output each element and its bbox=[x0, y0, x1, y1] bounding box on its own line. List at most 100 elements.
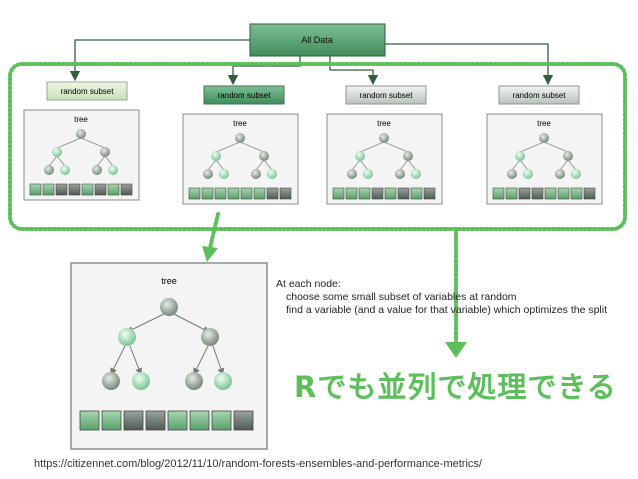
tree-node bbox=[160, 298, 178, 316]
variable-square bbox=[227, 187, 240, 200]
subset-label: random subset bbox=[61, 87, 115, 96]
variable-square bbox=[240, 187, 253, 200]
node-explanation-line1: choose some small subset of variables at… bbox=[286, 291, 517, 303]
tree-node bbox=[102, 372, 120, 390]
node-explanation-heading: At each node: bbox=[276, 278, 341, 290]
tree-node bbox=[267, 169, 277, 179]
variable-square bbox=[79, 410, 100, 431]
tree-node bbox=[539, 133, 549, 143]
variable-square bbox=[81, 183, 94, 196]
forest-frame bbox=[8, 62, 627, 231]
tree-node bbox=[355, 151, 365, 161]
tree-node bbox=[52, 147, 62, 157]
variable-square bbox=[94, 183, 107, 196]
tree-node bbox=[515, 151, 525, 161]
subset-label: random subset bbox=[360, 91, 414, 100]
tree-node bbox=[507, 169, 517, 179]
tree-node bbox=[132, 372, 150, 390]
variable-square bbox=[332, 187, 345, 200]
subset-box-4: random subset bbox=[498, 85, 580, 105]
tree-node bbox=[363, 169, 373, 179]
tree-node bbox=[555, 169, 565, 179]
variable-square bbox=[384, 187, 397, 200]
variable-square bbox=[253, 187, 266, 200]
variable-square bbox=[544, 187, 557, 200]
variable-square bbox=[583, 187, 596, 200]
variable-square bbox=[101, 410, 122, 431]
tree-node bbox=[523, 169, 533, 179]
variable-square bbox=[557, 187, 570, 200]
variable-square bbox=[397, 187, 410, 200]
tree-node bbox=[185, 372, 203, 390]
subset-label: random subset bbox=[218, 91, 272, 100]
subset-label: random subset bbox=[513, 91, 567, 100]
variable-square bbox=[518, 187, 531, 200]
tree-node bbox=[108, 165, 118, 175]
variable-square bbox=[266, 187, 279, 200]
all-data-node: All Data bbox=[249, 23, 386, 57]
variable-square bbox=[120, 183, 133, 196]
variable-square bbox=[505, 187, 518, 200]
tree-node bbox=[76, 129, 86, 139]
tree-node bbox=[203, 169, 213, 179]
tree-node bbox=[201, 328, 219, 346]
small-tree-label: tree bbox=[537, 119, 551, 128]
tree-node bbox=[235, 133, 245, 143]
node-explanation-line2: find a variable (and a value for that va… bbox=[286, 304, 607, 316]
variable-square bbox=[42, 183, 55, 196]
small-tree-label: tree bbox=[74, 115, 88, 124]
variable-square bbox=[189, 410, 210, 431]
variable-square bbox=[492, 187, 505, 200]
variable-square bbox=[145, 410, 166, 431]
subset-box-3: random subset bbox=[345, 85, 427, 105]
small-tree-panel: tree bbox=[486, 113, 603, 205]
tree-node bbox=[100, 147, 110, 157]
tree-node bbox=[403, 151, 413, 161]
small-tree-panel: tree bbox=[182, 113, 299, 205]
subset-box-2: random subset bbox=[203, 85, 285, 105]
variable-square bbox=[55, 183, 68, 196]
tree-node bbox=[214, 372, 232, 390]
variable-square bbox=[423, 187, 436, 200]
variable-square bbox=[371, 187, 384, 200]
variable-square bbox=[107, 183, 120, 196]
annotation-arrow bbox=[445, 227, 467, 358]
variable-square bbox=[358, 187, 371, 200]
tree-node bbox=[44, 165, 54, 175]
variable-square bbox=[123, 410, 144, 431]
tree-node bbox=[219, 169, 229, 179]
subset-box-1: random subset bbox=[46, 81, 128, 101]
variable-square bbox=[233, 410, 254, 431]
small-tree-label: tree bbox=[377, 119, 391, 128]
tree-node bbox=[395, 169, 405, 179]
variable-square bbox=[201, 187, 214, 200]
variable-square bbox=[211, 410, 232, 431]
variable-square bbox=[29, 183, 42, 196]
tree-node bbox=[118, 328, 136, 346]
tree-node bbox=[347, 169, 357, 179]
variable-square bbox=[68, 183, 81, 196]
japanese-annotation: Rでも並列で処理できる bbox=[294, 370, 617, 404]
variable-square bbox=[167, 410, 188, 431]
variable-square bbox=[188, 187, 201, 200]
zoom-arrow bbox=[202, 212, 220, 262]
variable-square bbox=[531, 187, 544, 200]
small-tree-panel: tree bbox=[23, 109, 140, 201]
small-tree-label: tree bbox=[233, 119, 247, 128]
tree-node bbox=[411, 169, 421, 179]
tree-node bbox=[259, 151, 269, 161]
node-explanation: At each node: choose some small subset o… bbox=[276, 278, 607, 317]
tree-node bbox=[251, 169, 261, 179]
variable-square bbox=[214, 187, 227, 200]
variable-square bbox=[410, 187, 423, 200]
variable-square bbox=[345, 187, 358, 200]
big-tree-panel: tree bbox=[70, 262, 268, 450]
small-tree-panel: tree bbox=[326, 113, 443, 205]
tree-node bbox=[571, 169, 581, 179]
tree-node bbox=[379, 133, 389, 143]
tree-node bbox=[563, 151, 573, 161]
source-url: https://citizennet.com/blog/2012/11/10/r… bbox=[34, 458, 482, 470]
tree-node bbox=[211, 151, 221, 161]
big-tree-label: tree bbox=[161, 276, 177, 286]
